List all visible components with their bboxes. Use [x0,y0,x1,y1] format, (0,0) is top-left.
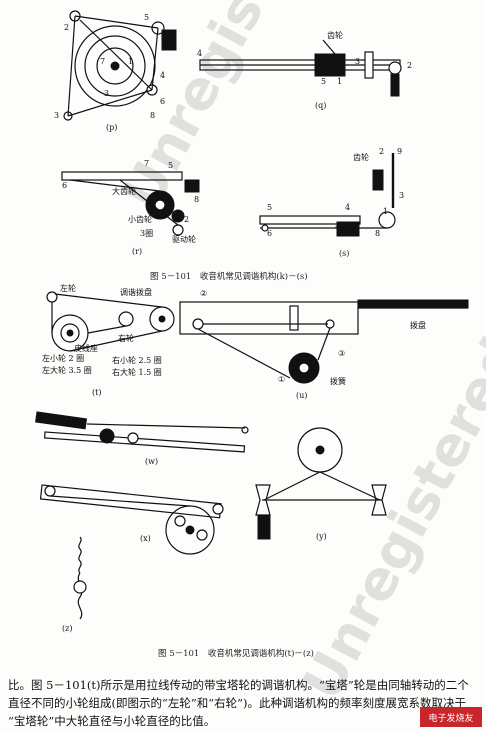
figure-t: 左轮 调谐拨盘 右轮 皮线座 左小轮 2 圈 左大轮 3.5 圈 右小轮 2.5… [40,285,180,400]
figure-label: 3 [54,111,60,120]
body-line: “宝塔轮”中大轮直径与小轮直径的比值。 [8,714,216,728]
figure-u: ② ③ ① 拨盘 拨簧 (u) [178,288,478,403]
figure-label: 9 [397,147,403,156]
figure-label: 7 [335,225,341,234]
figure-id: (r) [132,247,143,256]
figure-label: 5 [267,203,273,212]
figure-label: 4 [160,71,166,80]
figure-label: 1 [128,57,134,66]
figure-id: (z) [62,624,73,633]
gear-label: 齿轮 [353,153,369,162]
figure-label: 6 [267,229,273,238]
body-paragraph: 比。图 5－101(t)所示是用拉线传动的带宝塔轮的调谐机构。“宝塔”轮是由同轴… [8,676,484,730]
figure-caption: 图 5－101 收音机常见调谐机构(k)－(s) [150,272,308,282]
figure-label: 2 [64,23,70,32]
figure-id: (w) [145,457,159,466]
figure-label: 2 [184,215,190,224]
body-line: 比。图 5－101(t)所示是用拉线传动的带宝塔轮的调谐机构。“宝塔”轮是由同轴… [8,678,469,692]
figure-label: 8 [194,195,200,204]
figure-label: 5 [168,161,174,170]
figure-label: 3 [399,191,405,200]
figure-label: 大齿轮 [112,187,136,196]
figure-label: 4 [345,203,351,212]
figure-label: 7 [144,159,150,168]
site-logo: 电子发烧友 [420,707,482,727]
figure-label: 右轮 [118,334,134,343]
figure-s: 齿轮 2 9 3 5 4 7 6 8 1 (s) [255,148,415,263]
figure-label: 皮线座 [74,344,98,353]
figure-label: 驱动轮 [172,235,196,244]
figure-id: (y) [316,532,327,541]
figure-id: (u) [296,391,308,400]
figure-caption: 图 5－101 收音机常见调谐机构(t)－(z) [158,649,314,659]
figure-label: 小齿轮 [128,215,152,224]
figure-label: 拨簧 [330,377,346,386]
figure-p: 2 5 7 1 3 3 4 6 8 (p) [40,8,190,133]
figure-label: 3 [104,89,110,98]
figure-label: 8 [150,111,156,120]
figure-label: 右小轮 2.5 圈 [112,356,162,365]
figure-label: 5 [144,13,150,22]
figure-x: (x) [39,475,240,565]
figure-label: 1 [337,77,343,86]
figure-label: 6 [160,97,166,106]
figure-label: 左小轮 2 圈 [42,354,85,363]
figure-id: (s) [339,249,350,258]
figure-label: 3圈 [140,229,154,238]
figure-label: 调谐拨盘 [120,288,152,297]
figure-w: (w) [35,410,265,470]
figure-label: 左大轮 3.5 圈 [42,366,92,375]
figure-id: (x) [140,534,151,543]
figure-label: 2 [379,147,385,156]
figure-label: 右大轮 1.5 圈 [112,368,162,377]
figure-id: (t) [92,388,102,397]
body-line: 直径不同的小轮组成(即图示的“左轮”和“右轮”)。此种调谐机构的频率刻度展宽系数… [8,696,466,710]
figure-r: 大齿轮 小齿轮 3圈 5 6 8 7 2 驱动轮 (r) [60,160,210,260]
figure-label: 7 [100,57,106,66]
figure-label: ② [200,289,208,298]
figure-label: 4 [197,49,203,58]
figure-label: 拨盘 [410,321,426,330]
figure-id: (q) [315,101,327,110]
figure-label: 3 [355,57,361,66]
figure-id: (p) [106,123,118,132]
gear-label: 齿轮 [327,31,343,40]
figure-label: 6 [62,181,68,190]
figure-label: 左轮 [60,284,76,293]
figure-label: 5 [321,77,327,86]
figure-label: 8 [375,229,381,238]
figure-label: 2 [407,61,413,70]
figure-y: (y) [252,425,402,550]
figure-label: ③ [338,349,346,358]
figure-z: (z) [60,535,110,635]
figure-label: 1 [383,207,389,216]
figure-q: 齿轮 4 3 2 5 1 (q) [195,30,420,115]
figure-label: ① [278,375,286,384]
